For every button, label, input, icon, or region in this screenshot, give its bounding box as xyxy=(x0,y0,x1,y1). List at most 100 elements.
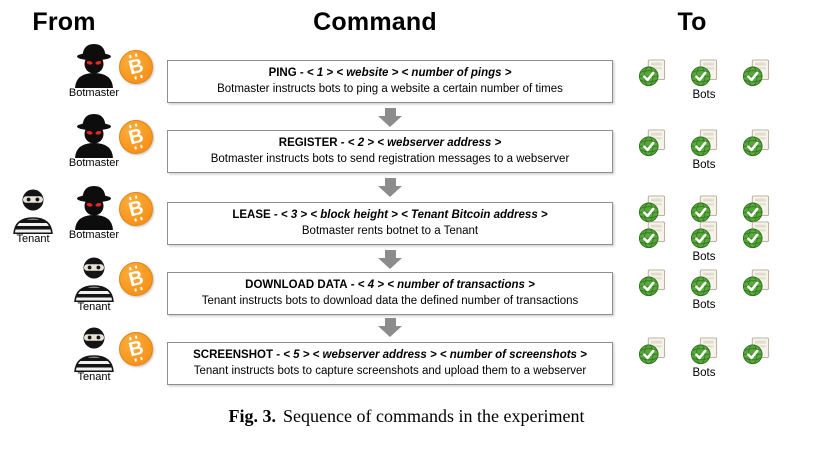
bot-computer-icon xyxy=(638,128,666,158)
command-description: Tenant instructs bots to capture screens… xyxy=(193,365,587,378)
robber-icon xyxy=(71,252,117,302)
command-title: PING - < 1 > < website > < number of pin… xyxy=(176,65,604,81)
spy-icon xyxy=(71,40,117,88)
bitcoin-icon: B xyxy=(119,50,153,84)
column-header-to: To xyxy=(677,8,707,36)
down-arrow-icon xyxy=(378,108,402,127)
bots-icons-row xyxy=(638,220,770,250)
tenant-icon: Tenant xyxy=(66,322,122,383)
bots-icons-row xyxy=(638,268,770,298)
command-params: - < 3 > < block height > < Tenant Bitcoi… xyxy=(273,209,548,221)
figure-caption: Fig. 3. Sequence of commands in the exper… xyxy=(0,406,813,427)
bots-group: Bots xyxy=(618,194,790,263)
bot-computer-icon xyxy=(742,268,770,298)
bitcoin-b-glyph: B xyxy=(126,54,146,80)
botmaster-icon: Botmaster xyxy=(66,182,122,241)
command-box-register: REGISTER - < 2 > < webserver address > B… xyxy=(167,130,613,174)
bots-group: Bots xyxy=(618,268,790,311)
bots-group: Bots xyxy=(618,128,790,171)
spy-icon xyxy=(71,110,117,158)
bots-icons-row xyxy=(638,128,770,158)
tenant-label: Tenant xyxy=(77,371,111,383)
arrow-shaft xyxy=(384,108,396,116)
command-title: LEASE - < 3 > < block height > < Tenant … xyxy=(176,207,604,223)
bots-icons-row xyxy=(638,336,770,366)
tenant-icon: Tenant xyxy=(66,252,122,313)
bots-group: Bots xyxy=(618,58,790,101)
command-description: Botmaster instructs bots to ping a websi… xyxy=(217,83,563,96)
arrow-head xyxy=(378,116,402,127)
bitcoin-icon: B xyxy=(119,192,153,226)
bots-label: Bots xyxy=(692,367,716,379)
botmaster-icon: Botmaster xyxy=(66,110,122,169)
command-params: - < 2 > < webserver address > xyxy=(340,137,502,149)
bitcoin-b-glyph: B xyxy=(126,266,146,292)
command-name: LEASE xyxy=(232,209,271,221)
bots-icons-row xyxy=(638,58,770,88)
bot-computer-icon xyxy=(742,58,770,88)
command-name: REGISTER xyxy=(278,137,338,149)
botmaster-label: Botmaster xyxy=(68,157,120,169)
command-params: - < 4 > < number of transactions > xyxy=(350,279,535,291)
down-arrow-icon xyxy=(378,178,402,197)
bot-computer-icon xyxy=(742,128,770,158)
down-arrow-icon xyxy=(378,250,402,269)
column-header-from: From xyxy=(32,8,96,36)
arrow-shaft xyxy=(384,250,396,258)
bot-computer-icon xyxy=(638,220,666,250)
bitcoin-icon: B xyxy=(119,120,153,154)
bots-label: Bots xyxy=(692,89,716,101)
bots-label: Bots xyxy=(692,251,716,263)
bitcoin-icon: B xyxy=(119,262,153,296)
spy-icon xyxy=(71,182,117,230)
arrow-shaft xyxy=(384,178,396,186)
command-box-screenshot: SCREENSHOT - < 5 > < webserver address >… xyxy=(167,342,613,386)
caption-text: Sequence of commands in the experiment xyxy=(283,406,585,426)
tenant-label: Tenant xyxy=(16,233,50,245)
bot-computer-icon xyxy=(742,336,770,366)
command-box-lease: LEASE - < 3 > < block height > < Tenant … xyxy=(167,202,613,246)
command-title: SCREENSHOT - < 5 > < webserver address >… xyxy=(176,347,604,363)
robber-icon xyxy=(71,322,117,372)
tenant-label: Tenant xyxy=(77,301,111,313)
command-title: REGISTER - < 2 > < webserver address > xyxy=(176,135,604,151)
botmaster-label: Botmaster xyxy=(68,229,120,241)
bot-computer-icon xyxy=(690,268,718,298)
arrow-head xyxy=(378,326,402,337)
bot-computer-icon xyxy=(638,268,666,298)
command-title: DOWNLOAD DATA - < 4 > < number of transa… xyxy=(176,277,604,293)
command-description: Botmaster rents botnet to a Tenant xyxy=(301,225,479,238)
caption-fig-label: Fig. 3. xyxy=(228,406,277,426)
arrow-shaft xyxy=(384,318,396,326)
bitcoin-icon: B xyxy=(119,332,153,366)
command-name: PING xyxy=(268,67,297,79)
bot-computer-icon xyxy=(638,58,666,88)
command-box-download-data: DOWNLOAD DATA - < 4 > < number of transa… xyxy=(167,272,613,316)
arrow-head xyxy=(378,258,402,269)
bots-label: Bots xyxy=(692,299,716,311)
robber-icon xyxy=(10,184,56,234)
command-description: Botmaster instructs bots to send registr… xyxy=(210,153,570,166)
bot-computer-icon xyxy=(638,336,666,366)
botmaster-icon: Botmaster xyxy=(66,40,122,99)
command-params: - < 5 > < webserver address > < number o… xyxy=(276,349,587,361)
column-header-command: Command xyxy=(313,8,437,36)
bitcoin-b-glyph: B xyxy=(126,336,146,362)
arrow-head xyxy=(378,186,402,197)
bot-computer-icon xyxy=(742,220,770,250)
bitcoin-b-glyph: B xyxy=(126,124,146,150)
command-name: DOWNLOAD DATA xyxy=(245,279,348,291)
bots-group: Bots xyxy=(618,336,790,379)
bots-label: Bots xyxy=(692,159,716,171)
bot-computer-icon xyxy=(690,58,718,88)
bitcoin-b-glyph: B xyxy=(126,196,146,222)
command-description: Tenant instructs bots to download data t… xyxy=(201,295,579,308)
botmaster-label: Botmaster xyxy=(68,87,120,99)
command-params: - < 1 > < website > < number of pings > xyxy=(299,67,512,79)
bot-computer-icon xyxy=(690,220,718,250)
tenant-icon: Tenant xyxy=(5,184,61,245)
command-name: SCREENSHOT xyxy=(193,349,273,361)
down-arrow-icon xyxy=(378,318,402,337)
command-box-ping: PING - < 1 > < website > < number of pin… xyxy=(167,60,613,104)
